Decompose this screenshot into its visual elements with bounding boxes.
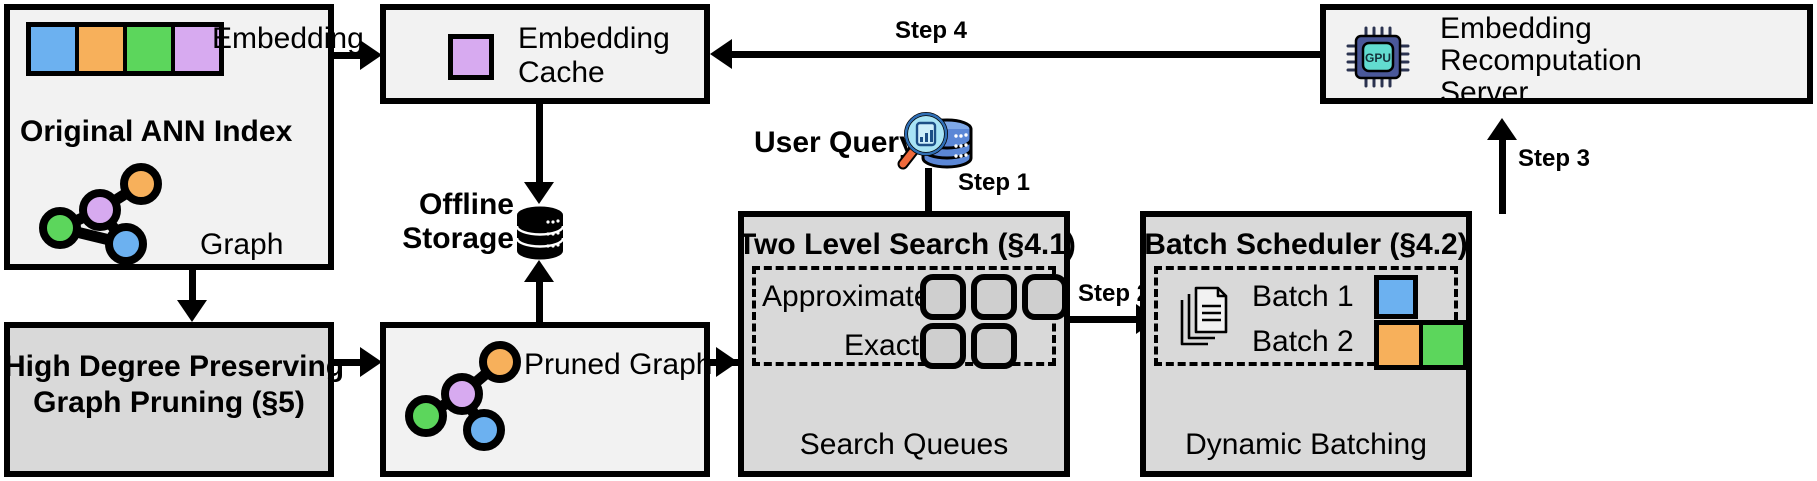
approximate-queue-slots xyxy=(920,274,1068,320)
dynamic-batching-footer: Dynamic Batching xyxy=(1185,428,1427,461)
embedding-cache-title-line2: Cache xyxy=(518,56,605,89)
arrow-pruning-to-pruned-head xyxy=(360,347,382,377)
batch-2-cells[interactable] xyxy=(1374,320,1468,370)
queue-slot[interactable] xyxy=(1022,274,1068,320)
arrow-pruned-to-search-head xyxy=(716,347,738,377)
arrow-scheduler-to-server-head xyxy=(1487,118,1517,140)
two-level-search-title: Two Level Search (§4.1) xyxy=(738,228,1076,261)
exact-queue-label: Exact xyxy=(844,329,920,362)
exact-queue-slots xyxy=(920,323,1017,369)
embedding-cache-square-icon xyxy=(448,34,494,80)
recomputation-server-title-line2: Recomputation xyxy=(1440,44,1642,77)
batch-1-label: Batch 1 xyxy=(1252,280,1354,313)
recomputation-server-box xyxy=(1320,4,1813,104)
arrow-pruned-to-storage-line xyxy=(536,282,543,322)
embedding-cache-title-line1: Embedding xyxy=(518,22,670,55)
queue-slot[interactable] xyxy=(971,323,1017,369)
arrow-index-to-cache-head xyxy=(360,40,382,70)
documents-stack-icon xyxy=(1180,286,1228,346)
step-3-label: Step 3 xyxy=(1518,145,1591,172)
arrow-server-to-cache-head xyxy=(710,39,732,69)
embedding-label: Embedding xyxy=(212,22,364,55)
arrow-server-to-cache-line xyxy=(730,51,1320,58)
offline-storage-label-line1: Offline xyxy=(419,188,514,221)
embedding-cache-box xyxy=(380,4,710,104)
gpu-icon-text: GPU xyxy=(1365,51,1391,65)
graph-label: Graph xyxy=(200,228,284,261)
arrow-index-to-pruning-line xyxy=(189,270,196,302)
search-queues-footer: Search Queues xyxy=(799,428,1009,461)
approximate-queue-label: Approximate xyxy=(762,280,931,313)
arrow-cache-to-storage-line xyxy=(536,104,543,184)
arrow-query-to-search-line xyxy=(925,168,932,216)
queue-slot[interactable] xyxy=(920,323,966,369)
arrow-search-to-scheduler-line xyxy=(1070,316,1148,323)
recomputation-server-title-line1: Embedding xyxy=(1440,12,1592,45)
arrow-pruning-to-pruned-line xyxy=(334,359,370,366)
graph-pruning-title-line1: High Degree Preserving xyxy=(4,350,345,383)
user-query-label: User Query xyxy=(754,126,916,159)
queue-slot[interactable] xyxy=(971,274,1017,320)
step-1-label: Step 1 xyxy=(958,169,1031,196)
database-cylinder-icon xyxy=(515,206,565,260)
step-4-label: Step 4 xyxy=(895,17,968,44)
arrow-cache-to-storage-head xyxy=(524,182,554,204)
dynamic-batching-panel xyxy=(1154,266,1458,366)
graph-pruning-box xyxy=(4,322,334,477)
batch-2-label: Batch 2 xyxy=(1252,325,1354,358)
arrow-scheduler-to-server-line xyxy=(1499,138,1506,214)
batch-scheduler-title: Batch Scheduler (§4.2) xyxy=(1144,228,1468,261)
arrow-index-to-cache-line xyxy=(334,52,370,59)
queue-slot[interactable] xyxy=(920,274,966,320)
embedding-vector-icon xyxy=(26,22,224,76)
arrow-pruned-to-storage-head xyxy=(524,260,554,282)
query-magnifier-database-icon xyxy=(897,112,973,170)
pruned-graph-label: Pruned Graph xyxy=(524,348,713,381)
recomputation-server-title-line3: Server xyxy=(1440,76,1529,109)
step-2-label: Step 2 xyxy=(1078,280,1151,307)
original-ann-index-title: Original ANN Index xyxy=(20,115,293,148)
batch-1-cell[interactable] xyxy=(1374,275,1418,319)
graph-pruning-title-line2: Graph Pruning (§5) xyxy=(33,386,305,419)
arrow-index-to-pruning-head xyxy=(177,300,207,322)
pruned-graph-icon xyxy=(405,341,521,451)
gpu-chip-icon: GPU xyxy=(1346,26,1410,88)
original-graph-icon xyxy=(39,163,162,265)
offline-storage-label-line2: Storage xyxy=(402,222,514,255)
